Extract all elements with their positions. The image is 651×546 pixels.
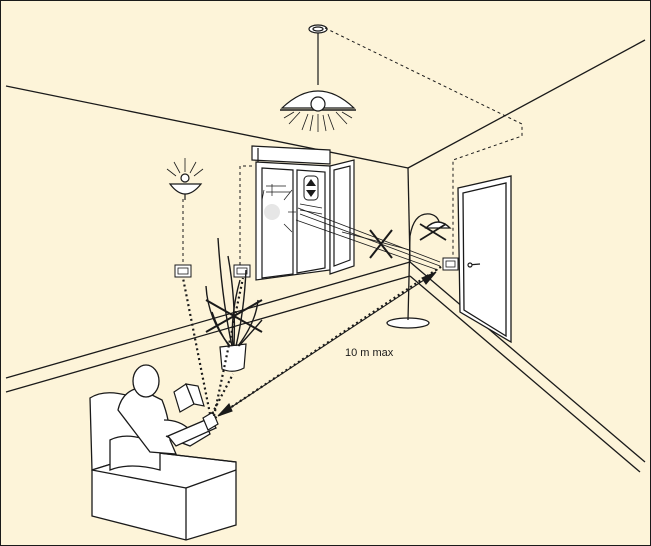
shutter-arrow-icon (304, 176, 318, 200)
switch-sconce (175, 265, 191, 277)
switch-shutter (234, 265, 250, 277)
range-label: 10 m max (345, 347, 394, 359)
switch-door (443, 258, 458, 270)
